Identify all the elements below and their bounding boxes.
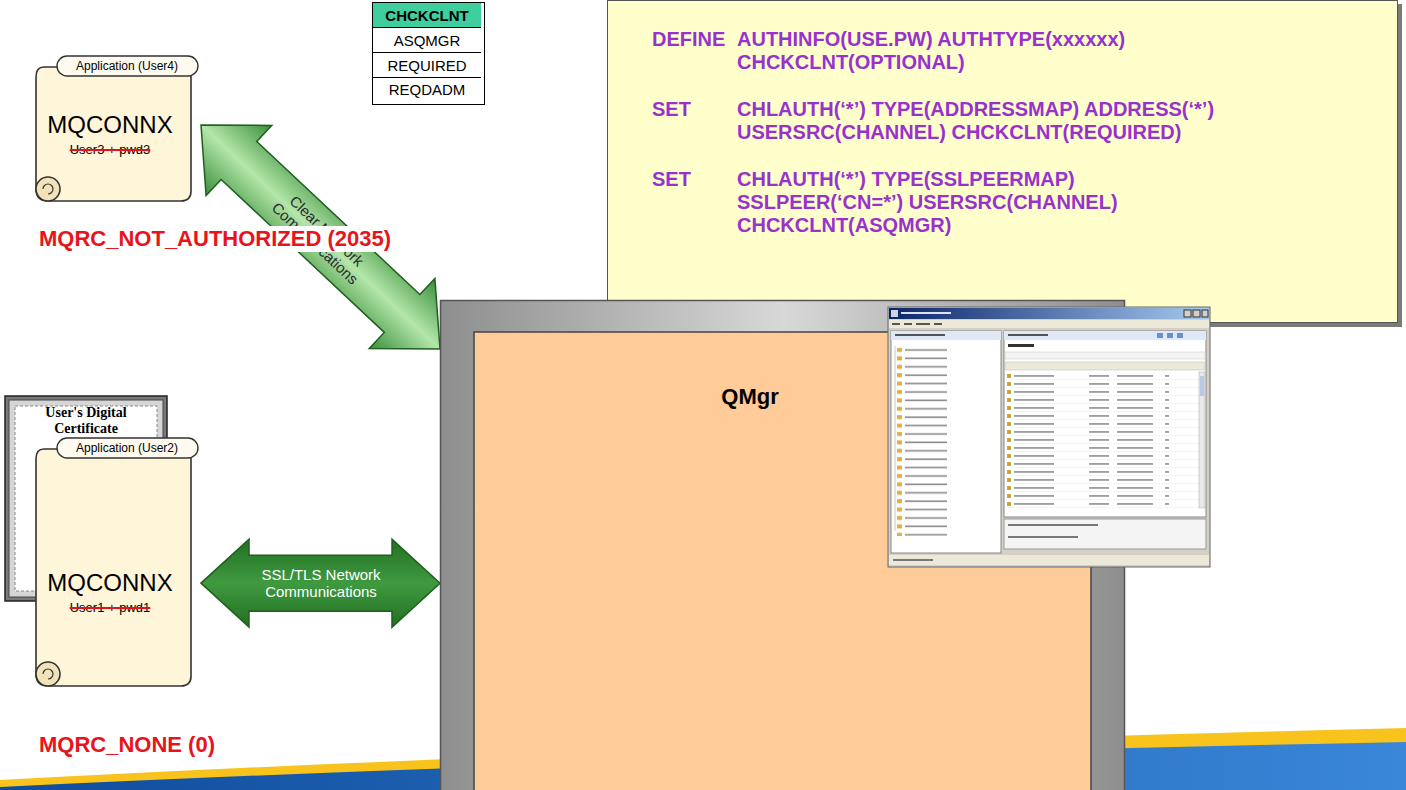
- table-cell-box: ASQMGR: [373, 28, 481, 53]
- scroll-curl: [43, 184, 53, 194]
- command-panel: DEFINEAUTHINFO(USE.PW) AUTHTYPE(xxxxxx) …: [607, 0, 1400, 325]
- text-slot: User3 + pwd3: [35, 142, 185, 158]
- command-args: CHLAUTH(‘*’) TYPE(ADDRESSMAP) ADDRESS(‘*…: [737, 98, 1227, 144]
- application-scroll: Application (User2) MQCONNX User1 + pwd1: [30, 437, 201, 692]
- table-cell: REQDADM: [373, 78, 481, 101]
- crossed-credentials: User1 + pwd1: [35, 600, 185, 616]
- scroll-curl: [43, 669, 53, 679]
- text-slot: SET: [652, 98, 732, 121]
- text-slot: MQCONNX: [35, 568, 185, 598]
- text-slot: User's Digital Certificate: [23, 405, 149, 437]
- table-header: CHCKCLNT: [373, 3, 481, 28]
- api-call: MQCONNX: [35, 568, 185, 598]
- return-code: MQRC_NOT_AUTHORIZED (2035): [36, 226, 394, 252]
- scroll-tab: [57, 438, 198, 458]
- scroll-curl: [36, 662, 60, 686]
- text-slot: SET: [652, 168, 732, 191]
- text-slot: MQCONNX: [35, 110, 185, 140]
- scroll-tab: [57, 56, 198, 76]
- table-cell: ASQMGR: [373, 28, 481, 53]
- network-arrow: [201, 539, 440, 627]
- scroll-body: [36, 67, 191, 201]
- application-scroll-outline: [30, 437, 201, 692]
- text-slot: CHLAUTH(‘*’) TYPE(SSLPEERMAP) SSLPEER(‘C…: [737, 168, 1227, 237]
- certificate-title: User's Digital Certificate: [23, 405, 149, 437]
- crossed-credentials: User3 + pwd3: [35, 142, 185, 158]
- text-slot: User1 + pwd1: [35, 600, 185, 616]
- command-args: CHLAUTH(‘*’) TYPE(SSLPEERMAP) SSLPEER(‘C…: [737, 168, 1227, 237]
- table-cell: REQUIRED: [373, 53, 481, 78]
- command-args: AUTHINFO(USE.PW) AUTHTYPE(xxxxxx) CHCKCL…: [737, 28, 1227, 74]
- command-verb: DEFINE: [652, 28, 732, 51]
- panel-body: [608, 1, 1398, 323]
- api-call: MQCONNX: [35, 110, 185, 140]
- text-slot: DEFINE: [652, 28, 732, 51]
- return-code: MQRC_NONE (0): [36, 732, 218, 758]
- command-verb: SET: [652, 168, 732, 191]
- arrow-label: SSL/TLS Network Communications: [255, 566, 385, 600]
- text-slot: QMgr: [695, 384, 805, 410]
- table-cell-box: CHCKCLNT: [373, 3, 481, 28]
- text-slot: Application (User2): [57, 438, 197, 458]
- table-cell-box: REQUIRED: [373, 53, 481, 78]
- scroll-body: [36, 449, 191, 686]
- text-slot: CHLAUTH(‘*’) TYPE(ADDRESSMAP) ADDRESS(‘*…: [737, 98, 1227, 144]
- application-scroll: Application (User4) MQCONNX User3 + pwd3: [30, 55, 201, 207]
- qmgr-label: QMgr: [695, 384, 805, 410]
- command-verb: SET: [652, 98, 732, 121]
- table-cell-box: REQDADM: [373, 78, 481, 101]
- explorer-screenshot: [887, 306, 1211, 568]
- scroll-curl: [36, 177, 60, 201]
- option-table: CHCKCLNTASQMGRREQUIREDREQDADM: [372, 2, 485, 105]
- application-title: Application (User2): [57, 438, 197, 458]
- application-title: Application (User4): [57, 56, 197, 76]
- text-slot: Application (User4): [57, 56, 197, 76]
- text-slot: AUTHINFO(USE.PW) AUTHTYPE(xxxxxx) CHCKCL…: [737, 28, 1227, 74]
